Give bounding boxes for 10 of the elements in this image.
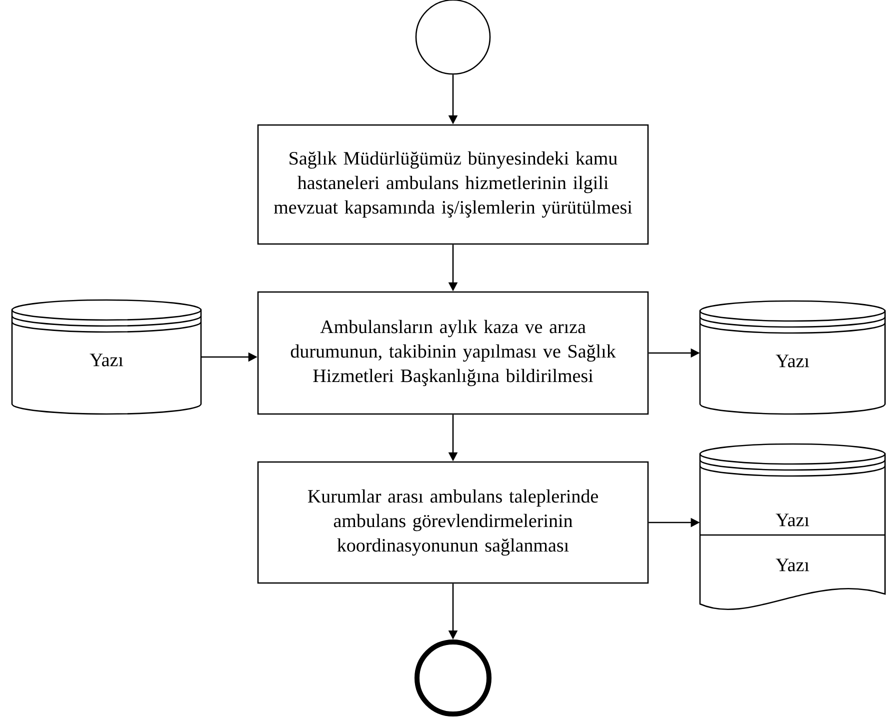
node-label: Yazı (776, 514, 810, 526)
document-cylinder: Yazı Yazı (699, 443, 886, 610)
process-box: Sağlık Müdürlüğümüz bünyesindeki kamu hastaneleri ambulans hizmetlerinin ilgili mevzuat kapsamında iş/işlemlerin yürütülmesi (257, 124, 649, 245)
database-cylinder: Yazı (11, 299, 202, 415)
process-box: Kurumlar arası ambulans taleplerinde ambulans görevlendirmelerinin koordinasyonunun sağlanması (257, 461, 649, 584)
node-label: Yazı (776, 558, 810, 572)
node-label: Yazı (776, 354, 810, 368)
database-cylinder: Yazı (699, 300, 886, 415)
process-box: Ambulansların aylık kaza ve arıza durumunun, takibinin yapılması ve Sağlık Hizmetleri Başkanlığına bildirilmesi (257, 291, 649, 415)
end-circle (414, 640, 492, 716)
